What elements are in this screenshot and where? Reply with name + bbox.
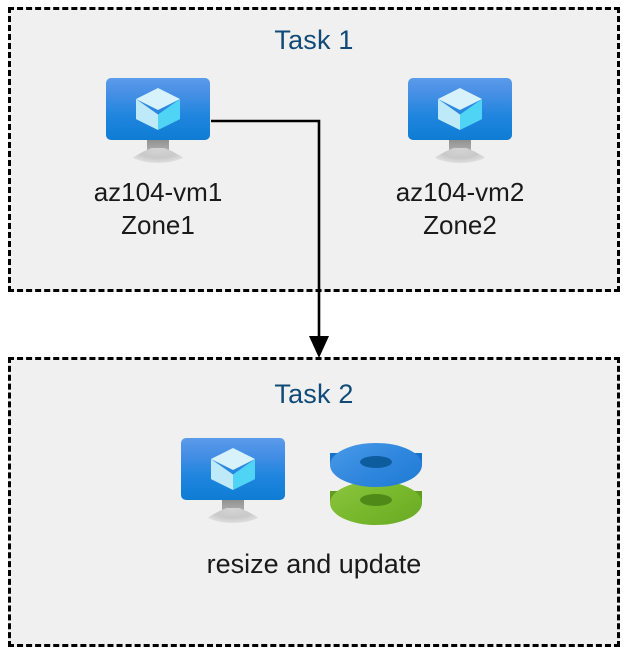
node-az104-vm1[interactable]: az104-vm1 Zone1 xyxy=(53,78,263,242)
node-label: az104-vm1 Zone1 xyxy=(93,177,223,240)
monitor-base xyxy=(126,148,190,163)
disk-blue-hole xyxy=(360,456,392,468)
monitor-base xyxy=(428,148,492,163)
task-1-title: Task 1 xyxy=(274,25,354,55)
node-az104-vm2[interactable]: az104-vm2 Zone2 xyxy=(355,78,565,242)
disk-green-hole xyxy=(360,494,392,506)
cube-glyph xyxy=(136,88,180,130)
node-label: az104-vm2 Zone2 xyxy=(395,177,525,240)
task-2-container xyxy=(8,357,620,647)
disk-green xyxy=(330,481,422,525)
cube-top-face xyxy=(136,88,180,110)
managed-disks-icon[interactable] xyxy=(330,443,422,527)
virtual-machine-icon xyxy=(181,438,285,524)
cube-top-face xyxy=(211,448,255,470)
monitor-base xyxy=(201,508,265,523)
virtual-machine-icon xyxy=(106,78,210,164)
task-2-caption: resize and update xyxy=(206,549,422,579)
monitor-screen xyxy=(408,78,512,140)
node-resize-and-update[interactable] xyxy=(128,438,338,524)
cube-top-face xyxy=(438,88,482,110)
disk-blue xyxy=(330,443,422,487)
cube-glyph xyxy=(211,448,255,490)
task-2-title: Task 2 xyxy=(274,379,354,409)
virtual-machine-icon xyxy=(408,78,512,164)
task-2-caption-wrapper: resize and update xyxy=(128,548,500,581)
monitor-screen xyxy=(181,438,285,500)
cube-glyph xyxy=(438,88,482,130)
monitor-screen xyxy=(106,78,210,140)
